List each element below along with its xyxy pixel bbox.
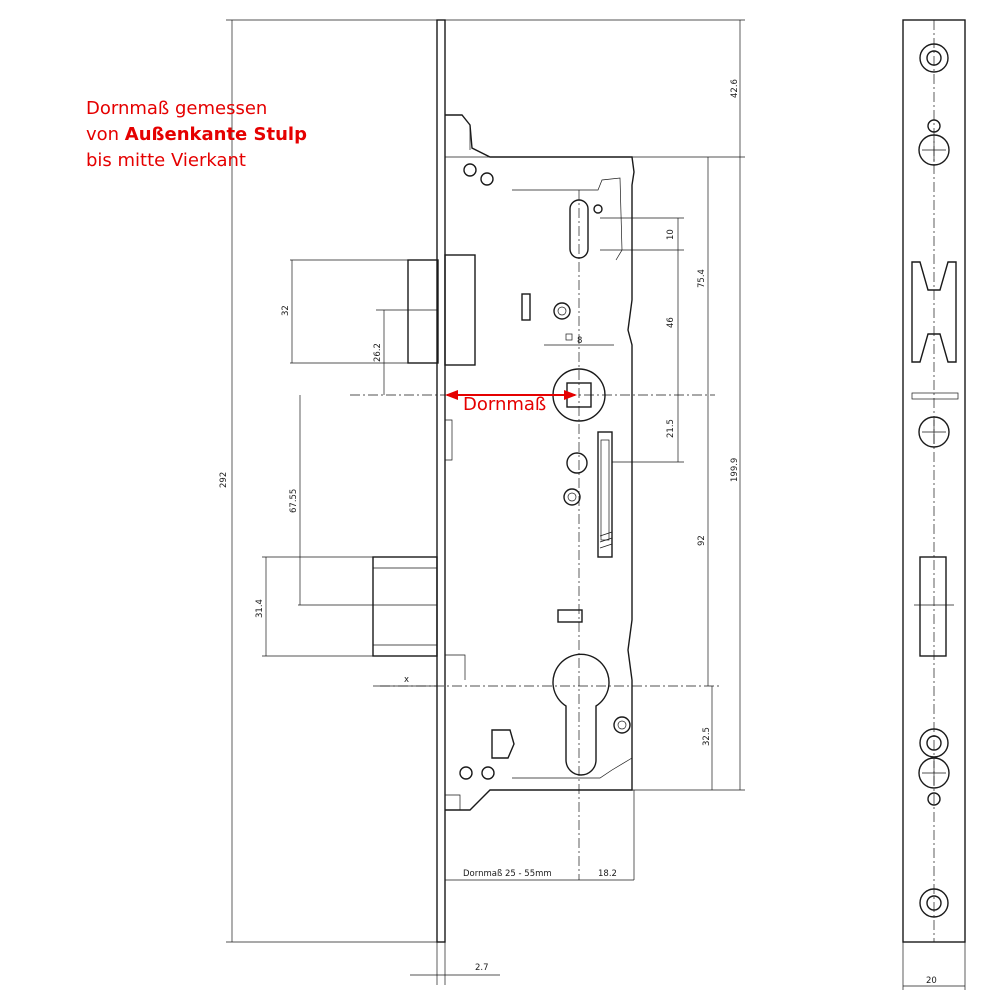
small-block: [521, 293, 531, 321]
dornmass-label: Dornmaß: [463, 394, 547, 415]
dim-upper-slot-gap: 10: [666, 229, 676, 240]
dim-cylinder-offset: 18.2: [598, 869, 617, 879]
latch: [407, 254, 476, 366]
cylinder-cutout: [552, 653, 610, 776]
deadbolt: [372, 556, 438, 657]
small-tab: [557, 609, 583, 623]
faceplate-detail: [445, 419, 466, 680]
annotation-line-2: von Außenkante Stulp: [86, 122, 307, 148]
annotation-line-2-prefix: von: [86, 124, 125, 145]
dim-square-size: 8: [577, 336, 582, 346]
faceplate-front-view: [902, 19, 966, 990]
annotation-line-3: bis mitte Vierkant: [86, 150, 246, 171]
dim-top-offset: 42.6: [730, 79, 740, 98]
dim-faceplate-thickness: 2.7: [475, 963, 489, 973]
dim-follower-to-cylinder: 92: [697, 535, 707, 546]
dim-bolt-throw: x: [404, 675, 409, 685]
dim-backset-range: Dornmaß 25 - 55mm: [463, 869, 552, 879]
dim-follower-to-top: 75.4: [697, 269, 707, 288]
backset-annotation: Dornmaß gemessen von Außenkante Stulp bi…: [86, 96, 307, 174]
lower-lever: [491, 729, 515, 759]
dim-total-height: 292: [219, 472, 229, 488]
faceplate-detail-low: [445, 794, 461, 810]
annotation-line-2-bold: Außenkante Stulp: [124, 124, 307, 145]
dim-faceplate-width: 20: [926, 976, 937, 986]
lower-hole: [566, 452, 588, 474]
dim-cylinder-to-bottom: 32.5: [702, 727, 712, 746]
dim-slot-to-follower: 46: [666, 317, 676, 328]
dim-latch-height: 32: [281, 305, 291, 316]
faceplate-edge: [436, 19, 446, 943]
annotation-line-1: Dornmaß gemessen: [86, 98, 268, 119]
dim-follower-to-lower: 21.5: [666, 419, 676, 438]
backset-arrow: [445, 390, 577, 400]
dim-follower-to-cylinder-outer: 199.9: [730, 458, 740, 482]
dim-bolt-height: 31.4: [255, 599, 265, 618]
switch-bolt: [597, 431, 613, 558]
dim-follower-to-bolt: 67.55: [289, 489, 299, 513]
dim-latch-offset: 26.2: [373, 343, 383, 362]
lock-case: [445, 114, 635, 811]
case-rivets: [459, 163, 631, 780]
dimension-lines: [231, 20, 741, 985]
